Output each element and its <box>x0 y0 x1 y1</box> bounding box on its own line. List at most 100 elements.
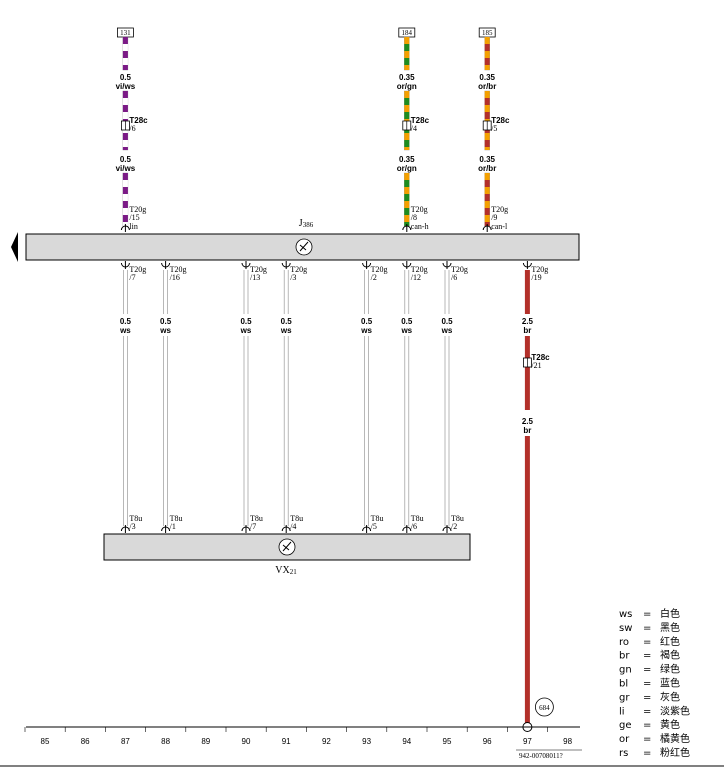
wire-w131-inline-pin: /6 <box>129 124 135 133</box>
ground-wire-inline-pin: /21 <box>531 361 541 370</box>
wire-stripe <box>484 112 490 119</box>
wire-stripe <box>484 58 490 65</box>
wire-stripe <box>484 215 490 222</box>
lower-wire-label-gauge: 0.5 <box>120 317 132 326</box>
lower-wire-label-gauge: 0.5 <box>361 317 373 326</box>
legend-equals: = <box>643 679 651 690</box>
wire-stripe <box>122 140 128 147</box>
ground-wire-seg2 <box>524 336 530 410</box>
lower-wire-bottom-pin: /3 <box>129 522 135 531</box>
lower-wire-seg2 <box>123 336 128 526</box>
wire-stripe <box>122 147 128 150</box>
wire-w184-inline-pin: /4 <box>411 124 417 133</box>
wire-w185-seg2 <box>484 90 490 151</box>
ground-line <box>299 244 307 251</box>
wire-stripe <box>404 180 410 187</box>
lower-wire-label-gauge: 0.5 <box>281 317 293 326</box>
wire-stripe <box>484 37 490 44</box>
scale-label: 88 <box>161 737 170 746</box>
lower-wire-bottom-conn: T8u <box>290 514 303 523</box>
lower-wire-top-pin: /3 <box>290 273 296 282</box>
legend-meaning: 蓝色 <box>660 677 680 690</box>
lower-wire-bottom-conn: T8u <box>250 514 263 523</box>
wire-stripe <box>484 105 490 112</box>
wire-w184-seg2 <box>404 90 410 151</box>
module-label-vx21: VX21 <box>275 565 297 576</box>
lower-wire-bottom-conn: T8u <box>129 514 142 523</box>
wire-stripe <box>404 58 410 65</box>
wire-stripe <box>404 133 410 140</box>
lower-wire-bottom-pin: /4 <box>290 522 296 531</box>
legend-code: ws <box>619 609 632 620</box>
lower-wire-top-pin: /13 <box>250 273 260 282</box>
wire-stripe <box>404 173 410 180</box>
lower-wire-label-gauge: 0.5 <box>441 317 453 326</box>
reference-label: 131 <box>120 29 131 37</box>
legend-code: ro <box>619 637 629 648</box>
lower-wire-seg2 <box>404 336 410 526</box>
lower-wire-top-pin: /6 <box>451 273 457 282</box>
wire-stripe <box>484 133 490 140</box>
lower-wire-label-code: ws <box>360 326 372 335</box>
lower-wire-label-code: ws <box>441 326 453 335</box>
wire-stripe <box>484 51 490 58</box>
scale-label: 89 <box>201 737 210 746</box>
lower-wire-top-conn: T20g <box>129 265 146 274</box>
wire-w131-inline-conn: T28c <box>129 116 148 125</box>
wire-stripe <box>484 147 490 150</box>
wire-pin-name: can-h <box>411 222 429 231</box>
doc-number: 942-00708011? <box>519 752 563 760</box>
lower-wire-seg1 <box>364 270 369 314</box>
legend-meaning: 黄色 <box>660 718 680 731</box>
wire-stripe <box>404 105 410 112</box>
lower-wire-seg1 <box>123 270 128 314</box>
wire-stripe <box>122 51 128 58</box>
lower-wire-bottom-pin: /2 <box>451 522 457 531</box>
lower-wire-seg2 <box>444 336 450 526</box>
legend-code: or <box>619 734 630 745</box>
wire-stripe <box>404 91 410 98</box>
lower-wire-seg1 <box>444 270 450 314</box>
wire-w185-seg3 <box>484 172 490 227</box>
lower-wire-label-gauge: 0.5 <box>401 317 413 326</box>
module-subscript: 21 <box>290 568 298 576</box>
legend-equals: = <box>643 637 651 648</box>
wire-w184-label2-code: or/gn <box>397 164 417 173</box>
legend-code: gr <box>619 692 630 703</box>
lower-wire-label-gauge: 0.5 <box>240 317 252 326</box>
wire-stripe <box>122 173 128 180</box>
wire-stripe <box>404 140 410 147</box>
scale-label: 86 <box>81 737 90 746</box>
wire-w185-inline-conn: T28c <box>491 116 510 125</box>
wire-stripe <box>404 98 410 105</box>
wire-stripe <box>484 208 490 215</box>
scale-label: 90 <box>242 737 251 746</box>
wire-stripe <box>122 44 128 51</box>
wire-w185-seg1 <box>484 36 490 71</box>
wire-pin-name: can-l <box>491 222 508 231</box>
legend-meaning: 褐色 <box>660 649 680 662</box>
wire-stripe <box>122 201 128 208</box>
ground-point-circle <box>535 697 554 717</box>
wire-stripe <box>122 133 128 140</box>
wire-stripe <box>484 98 490 105</box>
wire-pin-conn: T20g <box>491 205 508 214</box>
wire-pin-conn: T20g <box>129 205 146 214</box>
ground-line <box>282 541 292 552</box>
lower-wire-top-conn: T20g <box>250 265 267 274</box>
wire-stripe <box>404 194 410 201</box>
wire-pin-conn: T20g <box>411 205 428 214</box>
wire-pin-number: /9 <box>491 213 497 222</box>
module-ground-icon <box>278 538 296 556</box>
wire-pin-number: /8 <box>411 213 417 222</box>
lower-wire-seg2 <box>283 336 289 526</box>
wire-stripe <box>404 208 410 215</box>
scale-label: 85 <box>41 737 50 746</box>
wire-stripe <box>484 173 490 180</box>
scale-label: 95 <box>443 737 452 746</box>
module-label-j386: J386 <box>299 218 314 229</box>
lower-wire-seg2 <box>364 336 369 526</box>
scale-label: 97 <box>523 737 532 746</box>
lower-wire-seg1 <box>404 270 410 314</box>
